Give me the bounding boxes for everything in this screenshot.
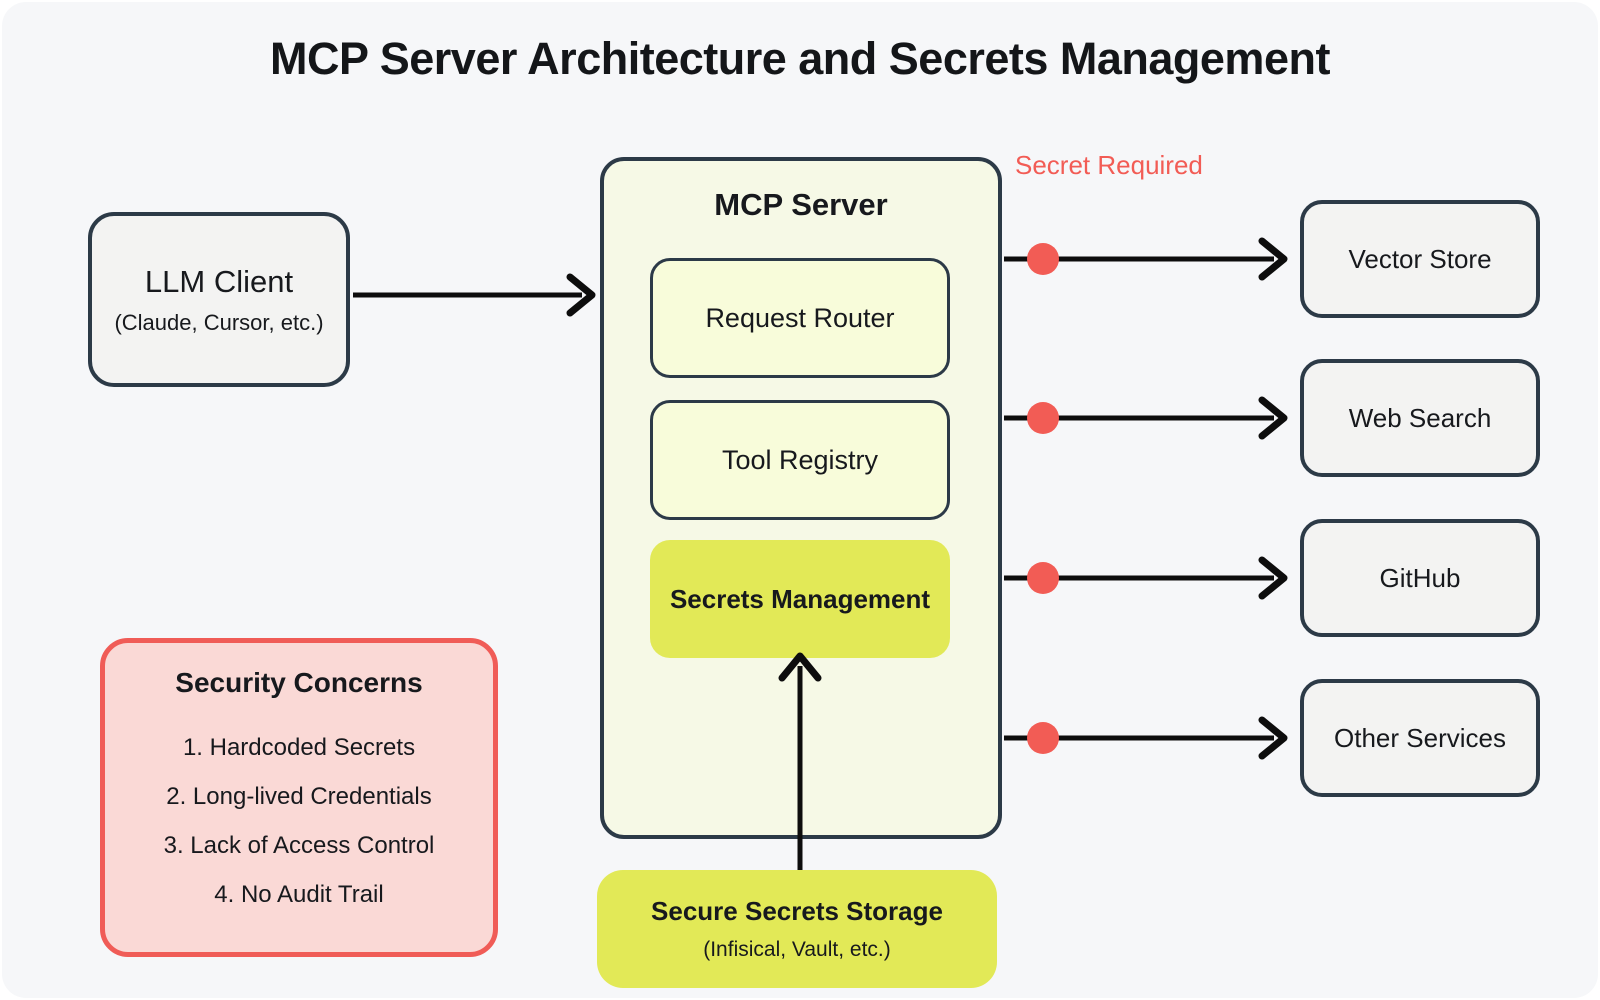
mcp-server-title: MCP Server bbox=[714, 187, 888, 222]
service-node-web-search: Web Search bbox=[1300, 359, 1540, 477]
secure-storage-node: Secure Secrets Storage (Infisical, Vault… bbox=[597, 870, 997, 988]
llm-client-node: LLM Client (Claude, Cursor, etc.) bbox=[88, 212, 350, 387]
mcp-server-node: MCP Server Request Router Tool Registry … bbox=[600, 157, 1002, 839]
security-concerns-panel: Security Concerns 1. Hardcoded Secrets 2… bbox=[100, 638, 498, 957]
diagram-title: MCP Server Architecture and Secrets Mana… bbox=[270, 33, 1330, 84]
secrets-management-node: Secrets Management bbox=[650, 540, 950, 658]
service-node-github: GitHub bbox=[1300, 519, 1540, 637]
tool-registry-node: Tool Registry bbox=[650, 400, 950, 520]
secure-storage-title: Secure Secrets Storage bbox=[651, 896, 943, 926]
secure-storage-subtitle: (Infisical, Vault, etc.) bbox=[703, 938, 891, 961]
llm-client-title: LLM Client bbox=[144, 263, 294, 299]
service-node-other-services: Other Services bbox=[1300, 679, 1540, 797]
llm-client-subtitle: (Claude, Cursor, etc.) bbox=[114, 309, 324, 335]
security-concerns-title: Security Concerns bbox=[175, 667, 423, 698]
security-concern-item: 3. Lack of Access Control bbox=[163, 832, 435, 859]
security-concern-item: 1. Hardcoded Secrets bbox=[182, 734, 416, 761]
request-router-node: Request Router bbox=[650, 258, 950, 378]
security-concerns-list: 1. Hardcoded Secrets 2. Long-lived Crede… bbox=[105, 723, 493, 919]
security-concern-item: 4. No Audit Trail bbox=[214, 881, 384, 908]
security-concern-item: 2. Long-lived Credentials bbox=[166, 783, 432, 810]
secret-required-label: Secret Required bbox=[1015, 150, 1203, 180]
service-node-vector-store: Vector Store bbox=[1300, 200, 1540, 318]
